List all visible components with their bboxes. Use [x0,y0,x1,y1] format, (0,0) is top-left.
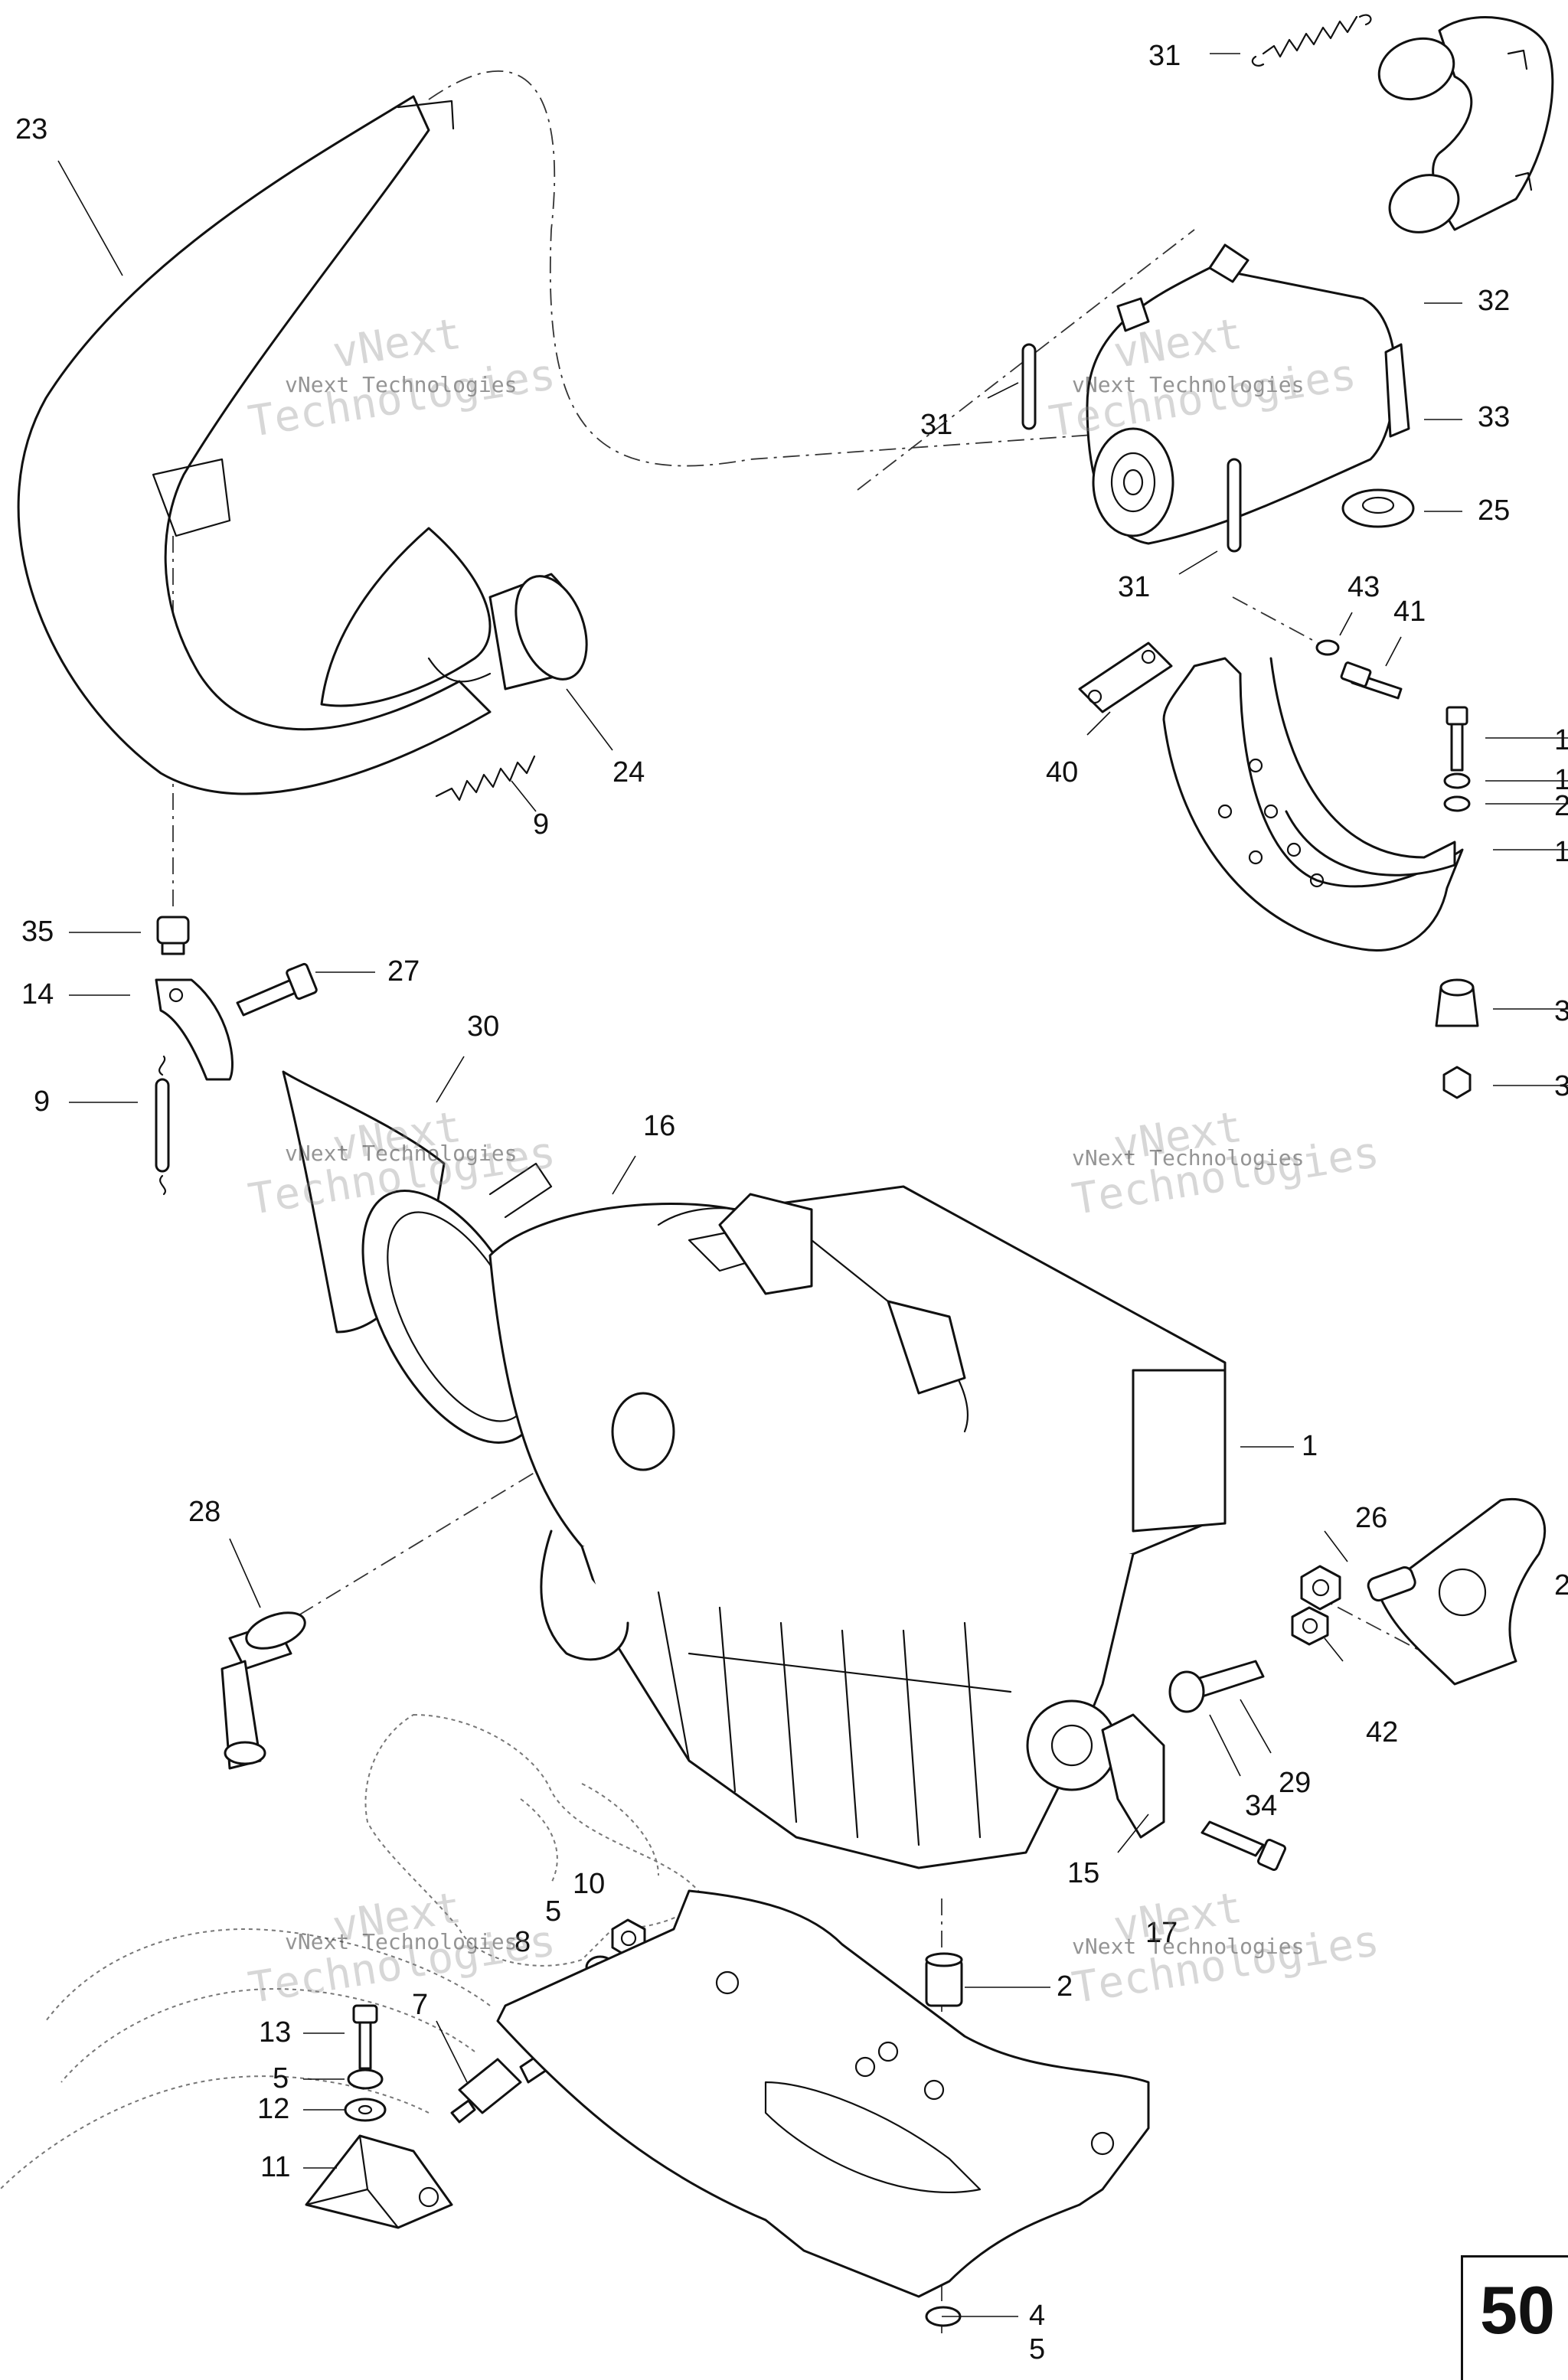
spring-9-lower [155,1055,170,1196]
bracket-40 [1078,642,1173,713]
callout-29: 29 [1279,1767,1312,1799]
grommet-25 [1341,488,1415,528]
callout-12: 12 [257,2093,290,2125]
callout-15: 15 [1067,1857,1100,1889]
spacer-2 [925,1952,963,2007]
tailpipe-upper [1377,16,1554,233]
muffler-strap [1162,657,1464,952]
leader-lines [57,53,1568,2317]
callout-24: 24 [612,756,645,788]
engine-1 [488,1185,1227,1869]
callout-clipped-4: 1 [1554,836,1568,868]
bolt-42 [1340,661,1403,700]
callout-2: 2 [1057,1970,1073,2003]
engine-support-plate [496,1889,1150,2298]
callout-clipped-5: 3 [1554,995,1568,1027]
washer-12 [344,2098,387,2122]
callout-28: 28 [188,1496,221,1528]
callout-14: 14 [21,978,54,1010]
callout-16: 16 [643,1110,676,1142]
callout-40: 40 [1046,756,1079,788]
watermark-company-5: vNext Technologies [285,1929,518,1954]
grommet-35 [156,916,190,955]
washer-43 [1315,639,1340,656]
callout-10: 10 [573,1868,606,1900]
callout-5-left: 5 [273,2062,289,2094]
bolt-13 [352,2004,378,2070]
callout-4: 4 [1029,2300,1046,2332]
callout-5-mid: 5 [545,1895,562,1928]
watermark-company-1: vNext Technologies [285,372,518,397]
callout-13: 13 [259,2016,292,2049]
callout-clipped-7: 2 [1554,1569,1568,1601]
callout-27: 27 [387,955,420,988]
nut-26 [1300,1565,1341,1611]
callout-30: 30 [467,1010,500,1043]
callout-31-lower: 31 [1118,571,1151,603]
bracket-11 [305,2134,453,2229]
stud-34 [1168,1660,1265,1713]
nut-41 [1291,1606,1329,1646]
callout-5-bottom: 5 [1029,2333,1046,2365]
watermark-company-6: vNext Technologies [1072,1934,1305,1959]
callout-33: 33 [1478,401,1511,433]
mount-bolt-28 [220,1611,306,1770]
callout-42: 41 [1393,596,1426,628]
callout-clipped-1: 1 [1554,724,1568,756]
right-edge-hardware [1435,706,1479,1099]
bolt-17 [1200,1820,1287,1872]
muffler-32 [1086,243,1396,545]
callout-35: 35 [21,916,54,948]
bracket-15 [1101,1713,1165,1839]
callout-11: 11 [260,2151,291,2183]
spring-31-top [1251,14,1372,67]
callout-1: 1 [1302,1430,1318,1462]
tuned-pipe-23 [17,95,492,795]
washer-5-left [347,2068,384,2090]
engine-plate-right [1367,1498,1547,1686]
callout-25: 25 [1478,495,1511,527]
callout-8: 8 [514,1926,531,1958]
callout-clipped-2: 1 [1554,764,1568,796]
callout-26: 26 [1355,1502,1388,1534]
bracket-14 [155,978,234,1081]
spring-31-lower [1227,458,1242,553]
bolt-27 [236,962,318,1017]
page-number-badge: 50 [1461,2255,1568,2380]
callout-23: 23 [15,113,48,145]
callout-clipped-6: 3 [1554,1070,1568,1102]
callout-31-left: 31 [920,409,953,441]
callout-17: 17 [1145,1917,1178,1949]
watermark-company-3: vNext Technologies [285,1141,518,1166]
spring-31-left [1021,343,1037,430]
callout-9-upper: 9 [533,808,550,841]
watermark-company-4: vNext Technologies [1072,1145,1305,1170]
callout-32: 32 [1478,285,1511,317]
callout-31-top: 31 [1148,40,1181,72]
callout-41: 42 [1366,1716,1399,1748]
page-number: 50 [1480,2272,1555,2348]
exhaust-elbow-24 [320,527,588,707]
outlet-33 [1384,343,1410,438]
callout-9-lower: 9 [34,1086,51,1118]
callout-7: 7 [412,1989,429,2021]
callout-clipped-3: 2 [1554,790,1568,822]
callout-43: 43 [1348,571,1380,603]
watermark-company-2: vNext Technologies [1072,372,1305,397]
callout-34: 34 [1245,1790,1278,1822]
spring-9-upper [435,755,536,801]
